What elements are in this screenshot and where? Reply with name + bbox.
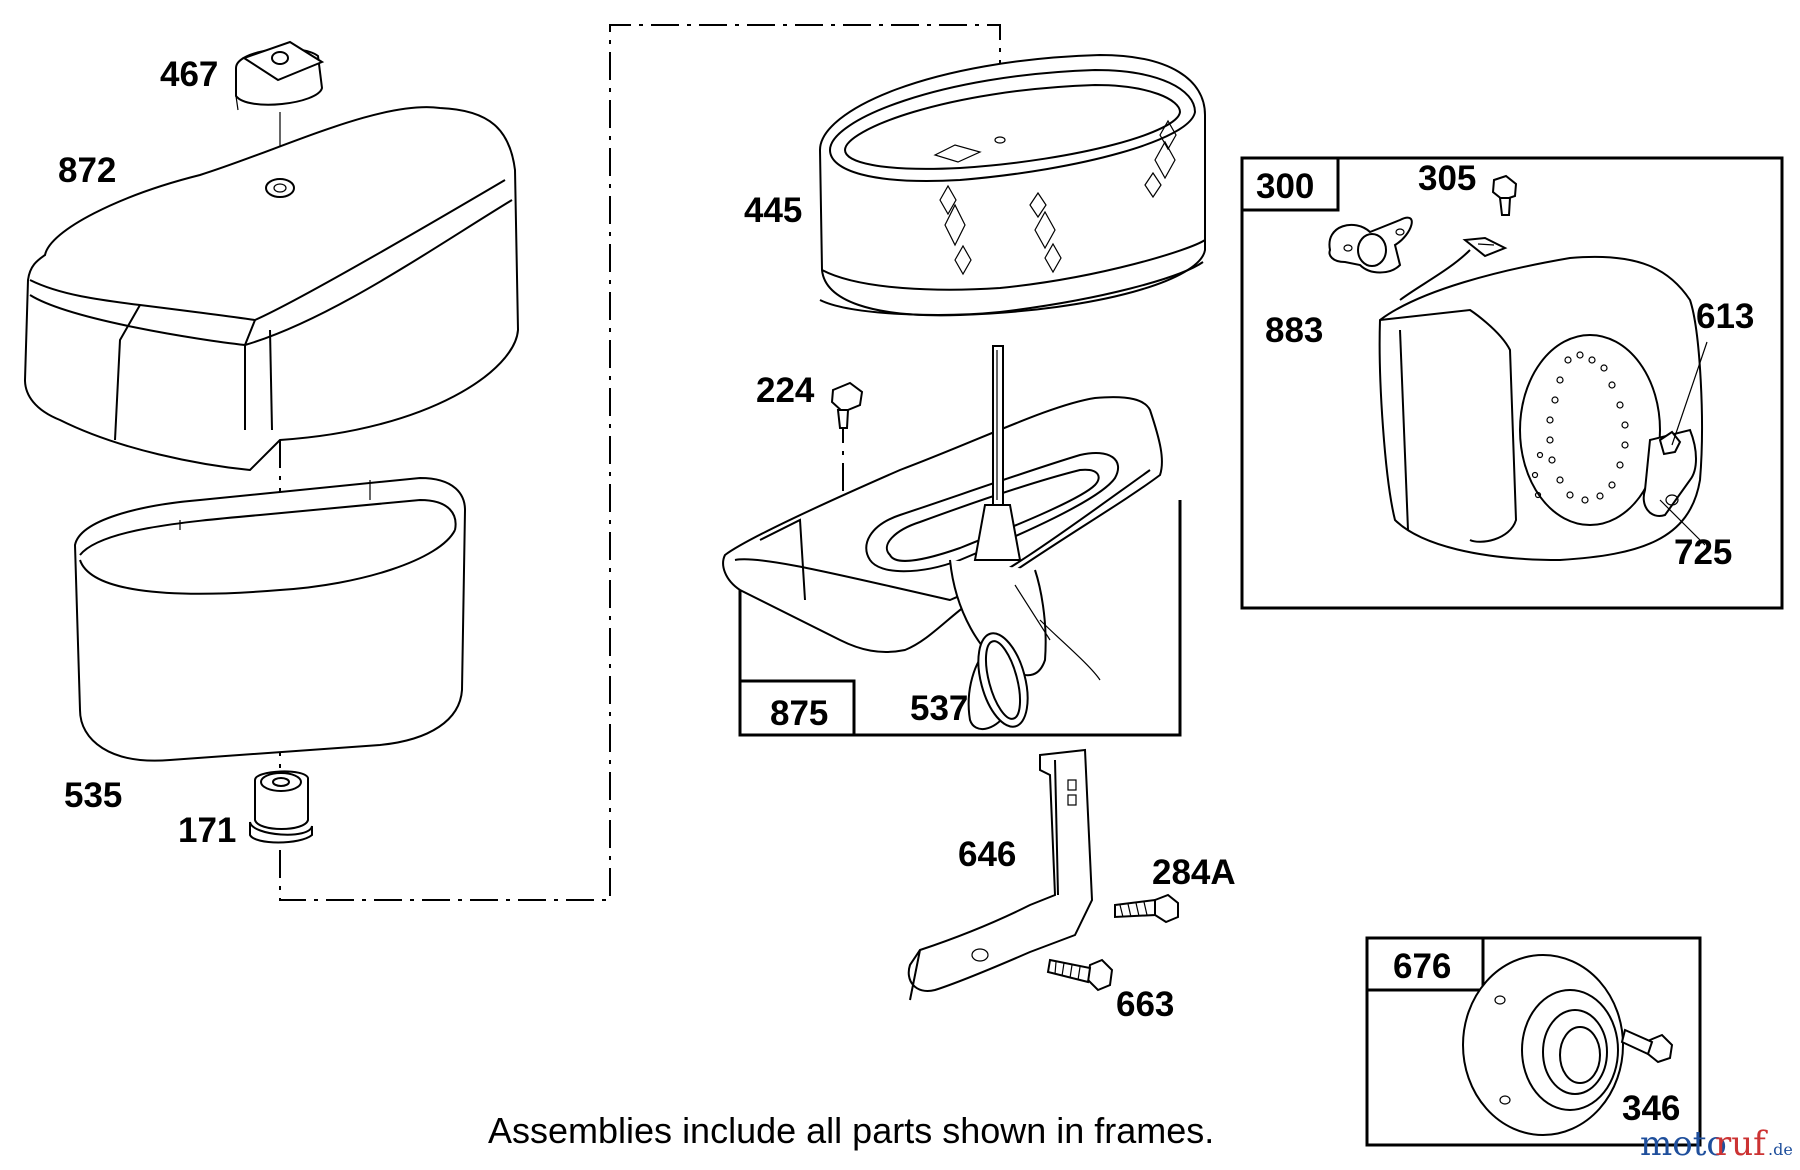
label-537: 537: [910, 689, 968, 728]
muffler-guard-icon: [1462, 954, 1624, 1136]
screw-663-icon: [1046, 958, 1114, 992]
alignment-lines: [279, 24, 1001, 901]
watermark-part-a: moto: [1640, 1124, 1727, 1164]
watermark-logo: moto ruf .de: [1640, 1124, 1793, 1164]
muffler-icon: [1378, 236, 1703, 562]
leader-lines: [1659, 341, 1708, 546]
label-305: 305: [1418, 159, 1476, 198]
label-872: 872: [58, 151, 116, 190]
label-467: 467: [160, 55, 218, 94]
label-284a: 284A: [1152, 853, 1236, 892]
air-filter-cover-icon: [23, 106, 520, 472]
bracket-icon: [907, 748, 1094, 1001]
air-filter-cartridge-icon: [818, 53, 1206, 317]
label-883: 883: [1265, 311, 1323, 350]
label-346: 346: [1622, 1089, 1680, 1128]
screw-224-icon: [830, 381, 864, 429]
label-676: 676: [1393, 947, 1451, 986]
grommet-icon: [249, 770, 313, 844]
screw-284a-icon: [1114, 893, 1179, 924]
muffler-assembly-frame: [1240, 156, 1784, 610]
caption: Assemblies include all parts shown in fr…: [488, 1110, 1214, 1151]
label-535: 535: [64, 776, 122, 815]
screw-305-icon: [1491, 174, 1518, 216]
label-613: 613: [1696, 297, 1754, 336]
muffler-guard-frame: [1365, 936, 1702, 1147]
screw-346-icon: [1620, 1028, 1674, 1064]
o-ring-icon: [977, 632, 1029, 728]
label-445: 445: [744, 191, 802, 230]
knob-icon: [235, 40, 325, 180]
air-filter-base-frame: [738, 500, 1182, 737]
gasket-icon: [1328, 216, 1413, 274]
muffler-perforations: [1531, 351, 1629, 504]
label-300: 300: [1256, 167, 1314, 206]
watermark-part-c: .de: [1768, 1140, 1793, 1159]
label-875: 875: [770, 694, 828, 733]
watermark-part-b: ruf: [1715, 1124, 1768, 1164]
label-663: 663: [1116, 985, 1174, 1024]
label-171: 171: [178, 811, 236, 850]
label-725: 725: [1674, 533, 1732, 572]
part-labels: 467 872 535 171 445 224 875 537 646 284A…: [58, 55, 1754, 1128]
label-646: 646: [958, 835, 1016, 874]
label-224: 224: [756, 371, 815, 410]
pre-cleaner-icon: [73, 476, 467, 762]
